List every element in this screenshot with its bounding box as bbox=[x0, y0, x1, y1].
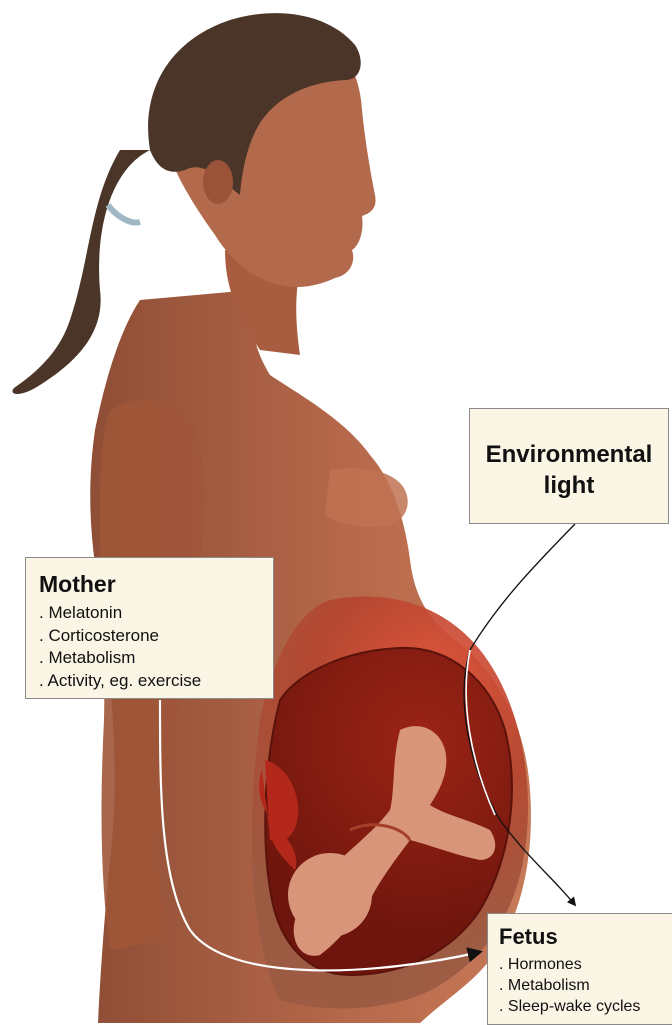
list-item: . Hormones bbox=[499, 954, 672, 975]
fetus-list: . Hormones . Metabolism . Sleep-wake cyc… bbox=[499, 954, 672, 1017]
mother-list: . Melatonin . Corticosterone . Metabolis… bbox=[39, 602, 273, 692]
list-item: . Corticosterone bbox=[39, 625, 273, 648]
list-item: . Activity, eg. exercise bbox=[39, 670, 273, 693]
environmental-light-box: Environmental light bbox=[469, 408, 669, 524]
environmental-light-title-line1: Environmental bbox=[470, 439, 668, 470]
environmental-light-title-line2: light bbox=[470, 470, 668, 501]
mother-title: Mother bbox=[39, 570, 273, 598]
mother-box: Mother . Melatonin . Corticosterone . Me… bbox=[25, 557, 274, 699]
fetus-box: Fetus . Hormones . Metabolism . Sleep-wa… bbox=[487, 913, 672, 1025]
list-item: . Metabolism bbox=[499, 975, 672, 996]
ear bbox=[203, 160, 233, 204]
list-item: . Metabolism bbox=[39, 647, 273, 670]
list-item: . Sleep-wake cycles bbox=[499, 996, 672, 1017]
hair-tie bbox=[108, 205, 140, 223]
list-item: . Melatonin bbox=[39, 602, 273, 625]
breast bbox=[325, 468, 408, 527]
fetus-title: Fetus bbox=[499, 923, 672, 950]
